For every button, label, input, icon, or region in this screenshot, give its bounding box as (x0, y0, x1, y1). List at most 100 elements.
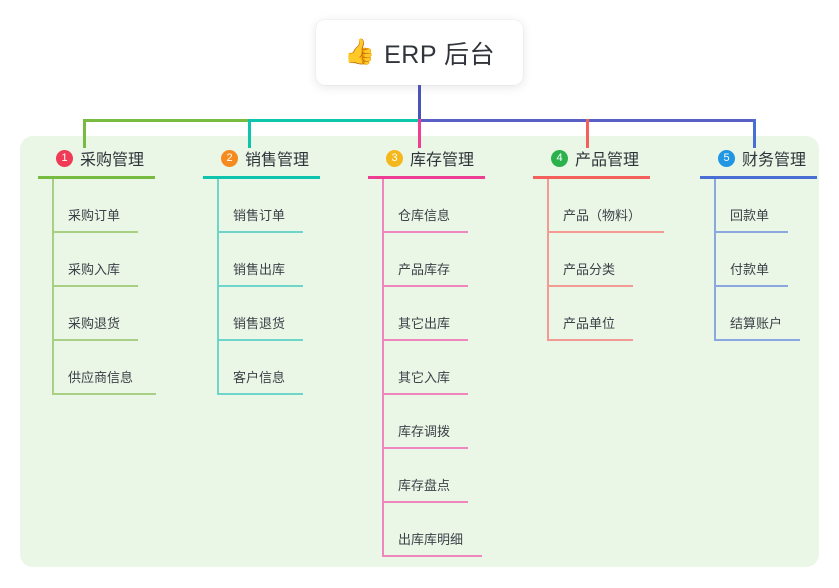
leaf-underline (217, 231, 303, 233)
leaf-label: 供应商信息 (68, 370, 134, 385)
leaf-node[interactable]: 仓库信息 (368, 179, 485, 233)
branch-body-purchase: 采购订单采购入库采购退货供应商信息 (38, 179, 156, 395)
leaf-node[interactable]: 产品（物料） (533, 179, 664, 233)
leaf-label: 其它出库 (398, 316, 451, 331)
drop-finance (753, 119, 756, 148)
branch-body-finance: 回款单付款单结算账户 (700, 179, 817, 341)
leaf-label: 仓库信息 (398, 208, 451, 223)
leaf-underline (52, 393, 156, 395)
branch-spine-sales (217, 179, 219, 395)
branch-spine-inventory (382, 179, 384, 557)
leaf-node[interactable]: 其它入库 (368, 341, 485, 395)
leaf-label: 销售订单 (233, 208, 286, 223)
branch-underline-inventory (368, 176, 485, 179)
leaf-underline (714, 285, 788, 287)
leaf-label: 客户信息 (233, 370, 286, 385)
leaf-underline (52, 339, 138, 341)
branch-title-product: 产品管理 (575, 152, 640, 169)
leaf-underline (217, 339, 303, 341)
leaf-underline (382, 285, 468, 287)
leaf-node[interactable]: 采购订单 (38, 179, 155, 233)
leaf-label: 产品分类 (563, 262, 616, 277)
leaf-node[interactable]: 出库库明细 (368, 503, 485, 557)
drop-inventory (418, 119, 421, 148)
leaf-underline (52, 231, 138, 233)
leaf-node[interactable]: 产品分类 (533, 233, 650, 287)
branch-header-inventory[interactable]: 3 库存管理 (368, 146, 485, 170)
seg-green (83, 119, 248, 122)
leaf-label: 库存调拨 (398, 424, 451, 439)
leaf-node[interactable]: 付款单 (700, 233, 817, 287)
leaf-node[interactable]: 销售出库 (203, 233, 320, 287)
thumbs-up-icon: 👍 (343, 38, 376, 66)
leaf-label: 采购入库 (68, 262, 121, 277)
leaf-node[interactable]: 库存调拨 (368, 395, 485, 449)
branch-underline-finance (700, 176, 817, 179)
root-node-card[interactable]: 👍 ERP 后台 (316, 20, 523, 85)
leaf-underline (217, 285, 303, 287)
leaf-node[interactable]: 其它出库 (368, 287, 485, 341)
branch-body-product: 产品（物料） 产品分类产品单位 (533, 179, 664, 341)
leaf-node[interactable]: 销售退货 (203, 287, 320, 341)
branch-underline-purchase (38, 176, 155, 179)
drop-sales (248, 119, 251, 148)
leaf-label: 回款单 (730, 208, 770, 223)
leaf-underline (382, 555, 482, 557)
branch-title-finance: 财务管理 (742, 152, 807, 169)
leaf-label: 产品库存 (398, 262, 451, 277)
branch-column-finance: 5 财务管理回款单付款单结算账户 (700, 146, 817, 341)
leaf-underline (382, 447, 468, 449)
leaf-node[interactable]: 采购入库 (38, 233, 155, 287)
branch-title-inventory: 库存管理 (410, 152, 475, 169)
leaf-node[interactable]: 供应商信息 (38, 341, 156, 395)
leaf-label: 产品单位 (563, 316, 616, 331)
branch-header-sales[interactable]: 2 销售管理 (203, 146, 320, 170)
root-node-title: ERP 后台 (384, 40, 496, 69)
badge-number-sales: 2 (221, 149, 238, 167)
drop-product (586, 119, 589, 148)
badge-number-finance: 5 (718, 149, 735, 167)
leaf-node[interactable]: 结算账户 (700, 287, 817, 341)
branch-column-product: 4 产品管理产品（物料） 产品分类产品单位 (533, 146, 664, 341)
branch-underline-product (533, 176, 650, 179)
branch-column-inventory: 3 库存管理仓库信息产品库存其它出库其它入库库存调拨库存盘点出库库明细 (368, 146, 485, 557)
leaf-underline (382, 339, 468, 341)
leaf-label: 出库库明细 (398, 532, 464, 547)
root-stem (418, 85, 421, 120)
leaf-underline (547, 339, 633, 341)
leaf-node[interactable]: 产品单位 (533, 287, 650, 341)
leaf-underline (382, 501, 468, 503)
badge-number-inventory: 3 (386, 149, 403, 167)
branch-header-finance[interactable]: 5 财务管理 (700, 146, 817, 170)
branch-header-product[interactable]: 4 产品管理 (533, 146, 650, 170)
leaf-underline (52, 285, 138, 287)
seg-teal (248, 119, 418, 122)
branch-body-sales: 销售订单销售出库销售退货客户信息 (203, 179, 320, 395)
leaf-label: 销售退货 (233, 316, 286, 331)
drop-purchase (83, 119, 86, 148)
leaf-label: 其它入库 (398, 370, 451, 385)
branch-title-sales: 销售管理 (245, 152, 310, 169)
branch-title-purchase: 采购管理 (80, 152, 145, 169)
leaf-node[interactable]: 产品库存 (368, 233, 485, 287)
leaf-node[interactable]: 库存盘点 (368, 449, 485, 503)
leaf-node[interactable]: 采购退货 (38, 287, 155, 341)
leaf-underline (547, 285, 633, 287)
leaf-label: 产品（物料） (563, 208, 642, 223)
leaf-underline (547, 231, 664, 233)
badge-number-product: 4 (551, 149, 568, 167)
leaf-label: 库存盘点 (398, 478, 451, 493)
leaf-underline (217, 393, 303, 395)
leaf-label: 付款单 (730, 262, 770, 277)
leaf-underline (382, 393, 468, 395)
leaf-node[interactable]: 客户信息 (203, 341, 320, 395)
leaf-node[interactable]: 回款单 (700, 179, 817, 233)
branch-body-inventory: 仓库信息产品库存其它出库其它入库库存调拨库存盘点出库库明细 (368, 179, 485, 557)
leaf-node[interactable]: 销售订单 (203, 179, 320, 233)
branch-spine-product (547, 179, 549, 341)
leaf-label: 采购退货 (68, 316, 121, 331)
branch-spine-purchase (52, 179, 54, 395)
leaf-underline (714, 339, 800, 341)
